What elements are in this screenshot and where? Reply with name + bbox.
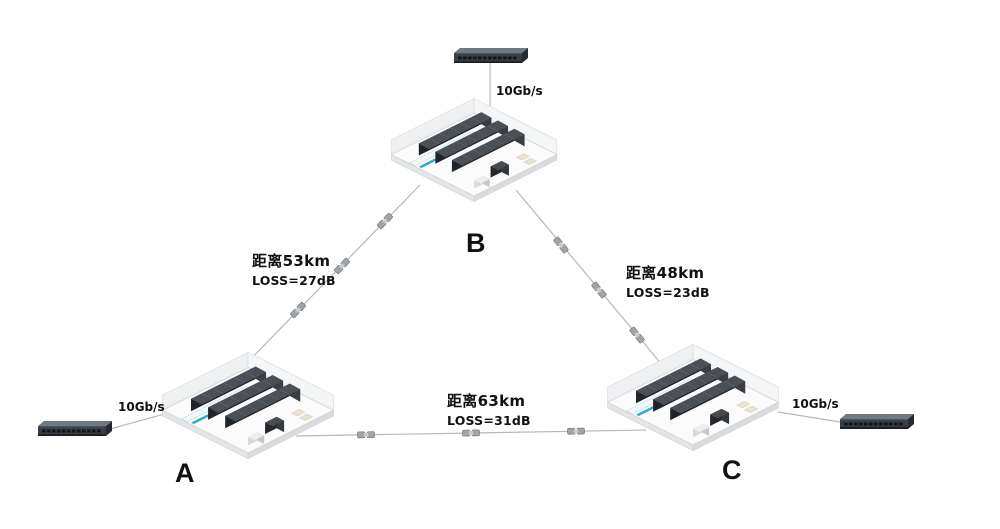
coupler-icon bbox=[356, 431, 376, 439]
link-ac-loss-label: LOSS=31dB bbox=[447, 413, 531, 428]
coupler-icon bbox=[590, 281, 608, 299]
switch-left-icon bbox=[38, 421, 112, 436]
link-ab-distance-label: 距离53km bbox=[252, 252, 331, 270]
node-b-label: B bbox=[466, 228, 486, 258]
coupler-icon bbox=[461, 429, 481, 437]
node-c-label: C bbox=[722, 455, 742, 485]
link-switch-a bbox=[109, 412, 169, 430]
switch-b-rate-label: 10Gb/s bbox=[496, 84, 543, 98]
switch-top-icon bbox=[454, 48, 528, 63]
coupler-icon bbox=[628, 326, 646, 344]
link-switch-c bbox=[777, 411, 841, 423]
datacenter-a-illustration bbox=[162, 351, 334, 460]
coupler-icon bbox=[376, 212, 394, 230]
switch-a-rate-label: 10Gb/s bbox=[118, 400, 165, 414]
coupler-icon bbox=[566, 427, 586, 435]
link-bc-distance-label: 距离48km bbox=[626, 264, 705, 282]
coupler-icon bbox=[552, 236, 570, 254]
coupler-icon bbox=[333, 257, 351, 275]
node-a-label: A bbox=[175, 458, 195, 488]
datacenter-b-illustration bbox=[390, 98, 558, 202]
datacenter-c-illustration bbox=[607, 343, 779, 452]
switch-c-rate-label: 10Gb/s bbox=[792, 397, 839, 411]
link-bc-loss-label: LOSS=23dB bbox=[626, 285, 710, 300]
link-ac-distance-label: 距离63km bbox=[447, 392, 526, 410]
link-ab-loss-label: LOSS=27dB bbox=[252, 273, 336, 288]
switch-right-icon bbox=[840, 414, 914, 429]
coupler-icon bbox=[289, 301, 307, 319]
